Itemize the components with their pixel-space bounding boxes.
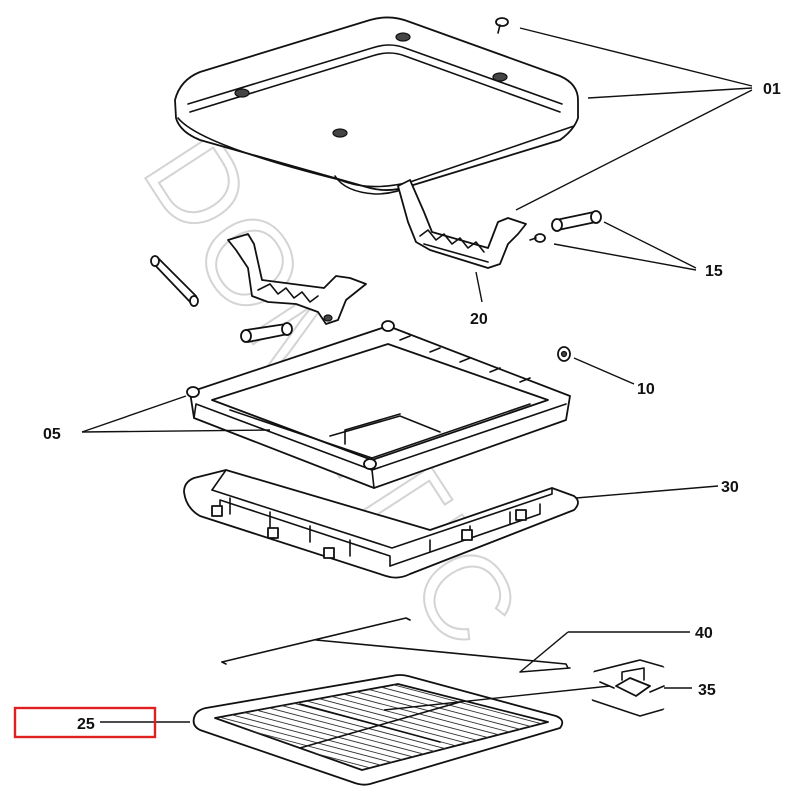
part-01-dome-lid	[174, 16, 579, 195]
highlight-box-25	[13, 706, 157, 739]
callout-15: 15	[705, 263, 723, 280]
part-15-pin-left	[240, 322, 293, 343]
part-05-frame	[186, 320, 571, 489]
callout-labels: 01 15 20 10 05 30 40 35 25	[43, 81, 781, 733]
callout-40: 40	[695, 625, 713, 642]
callout-30: 30	[721, 479, 739, 496]
part-40-wire-rods	[221, 617, 571, 673]
callout-05: 05	[43, 426, 61, 443]
part-20-hinge	[227, 233, 367, 325]
part-15-small-screw	[529, 233, 546, 243]
part-15-spring-left	[150, 255, 199, 307]
callout-25: 25	[77, 716, 95, 733]
part-15-pin-right	[551, 210, 602, 232]
leader-lines	[81, 27, 753, 723]
part-30-inner-frame	[183, 469, 579, 579]
part-10-nut	[557, 346, 571, 362]
callout-20: 20	[470, 311, 488, 328]
callout-01: 01	[763, 81, 781, 98]
callout-10: 10	[637, 381, 655, 398]
part-35-clip-inset	[590, 648, 670, 728]
part-01-screw	[495, 17, 509, 34]
part-25-insect-screen	[192, 674, 564, 786]
part-01-hinge-arm	[397, 179, 527, 269]
callout-35: 35	[698, 682, 716, 699]
